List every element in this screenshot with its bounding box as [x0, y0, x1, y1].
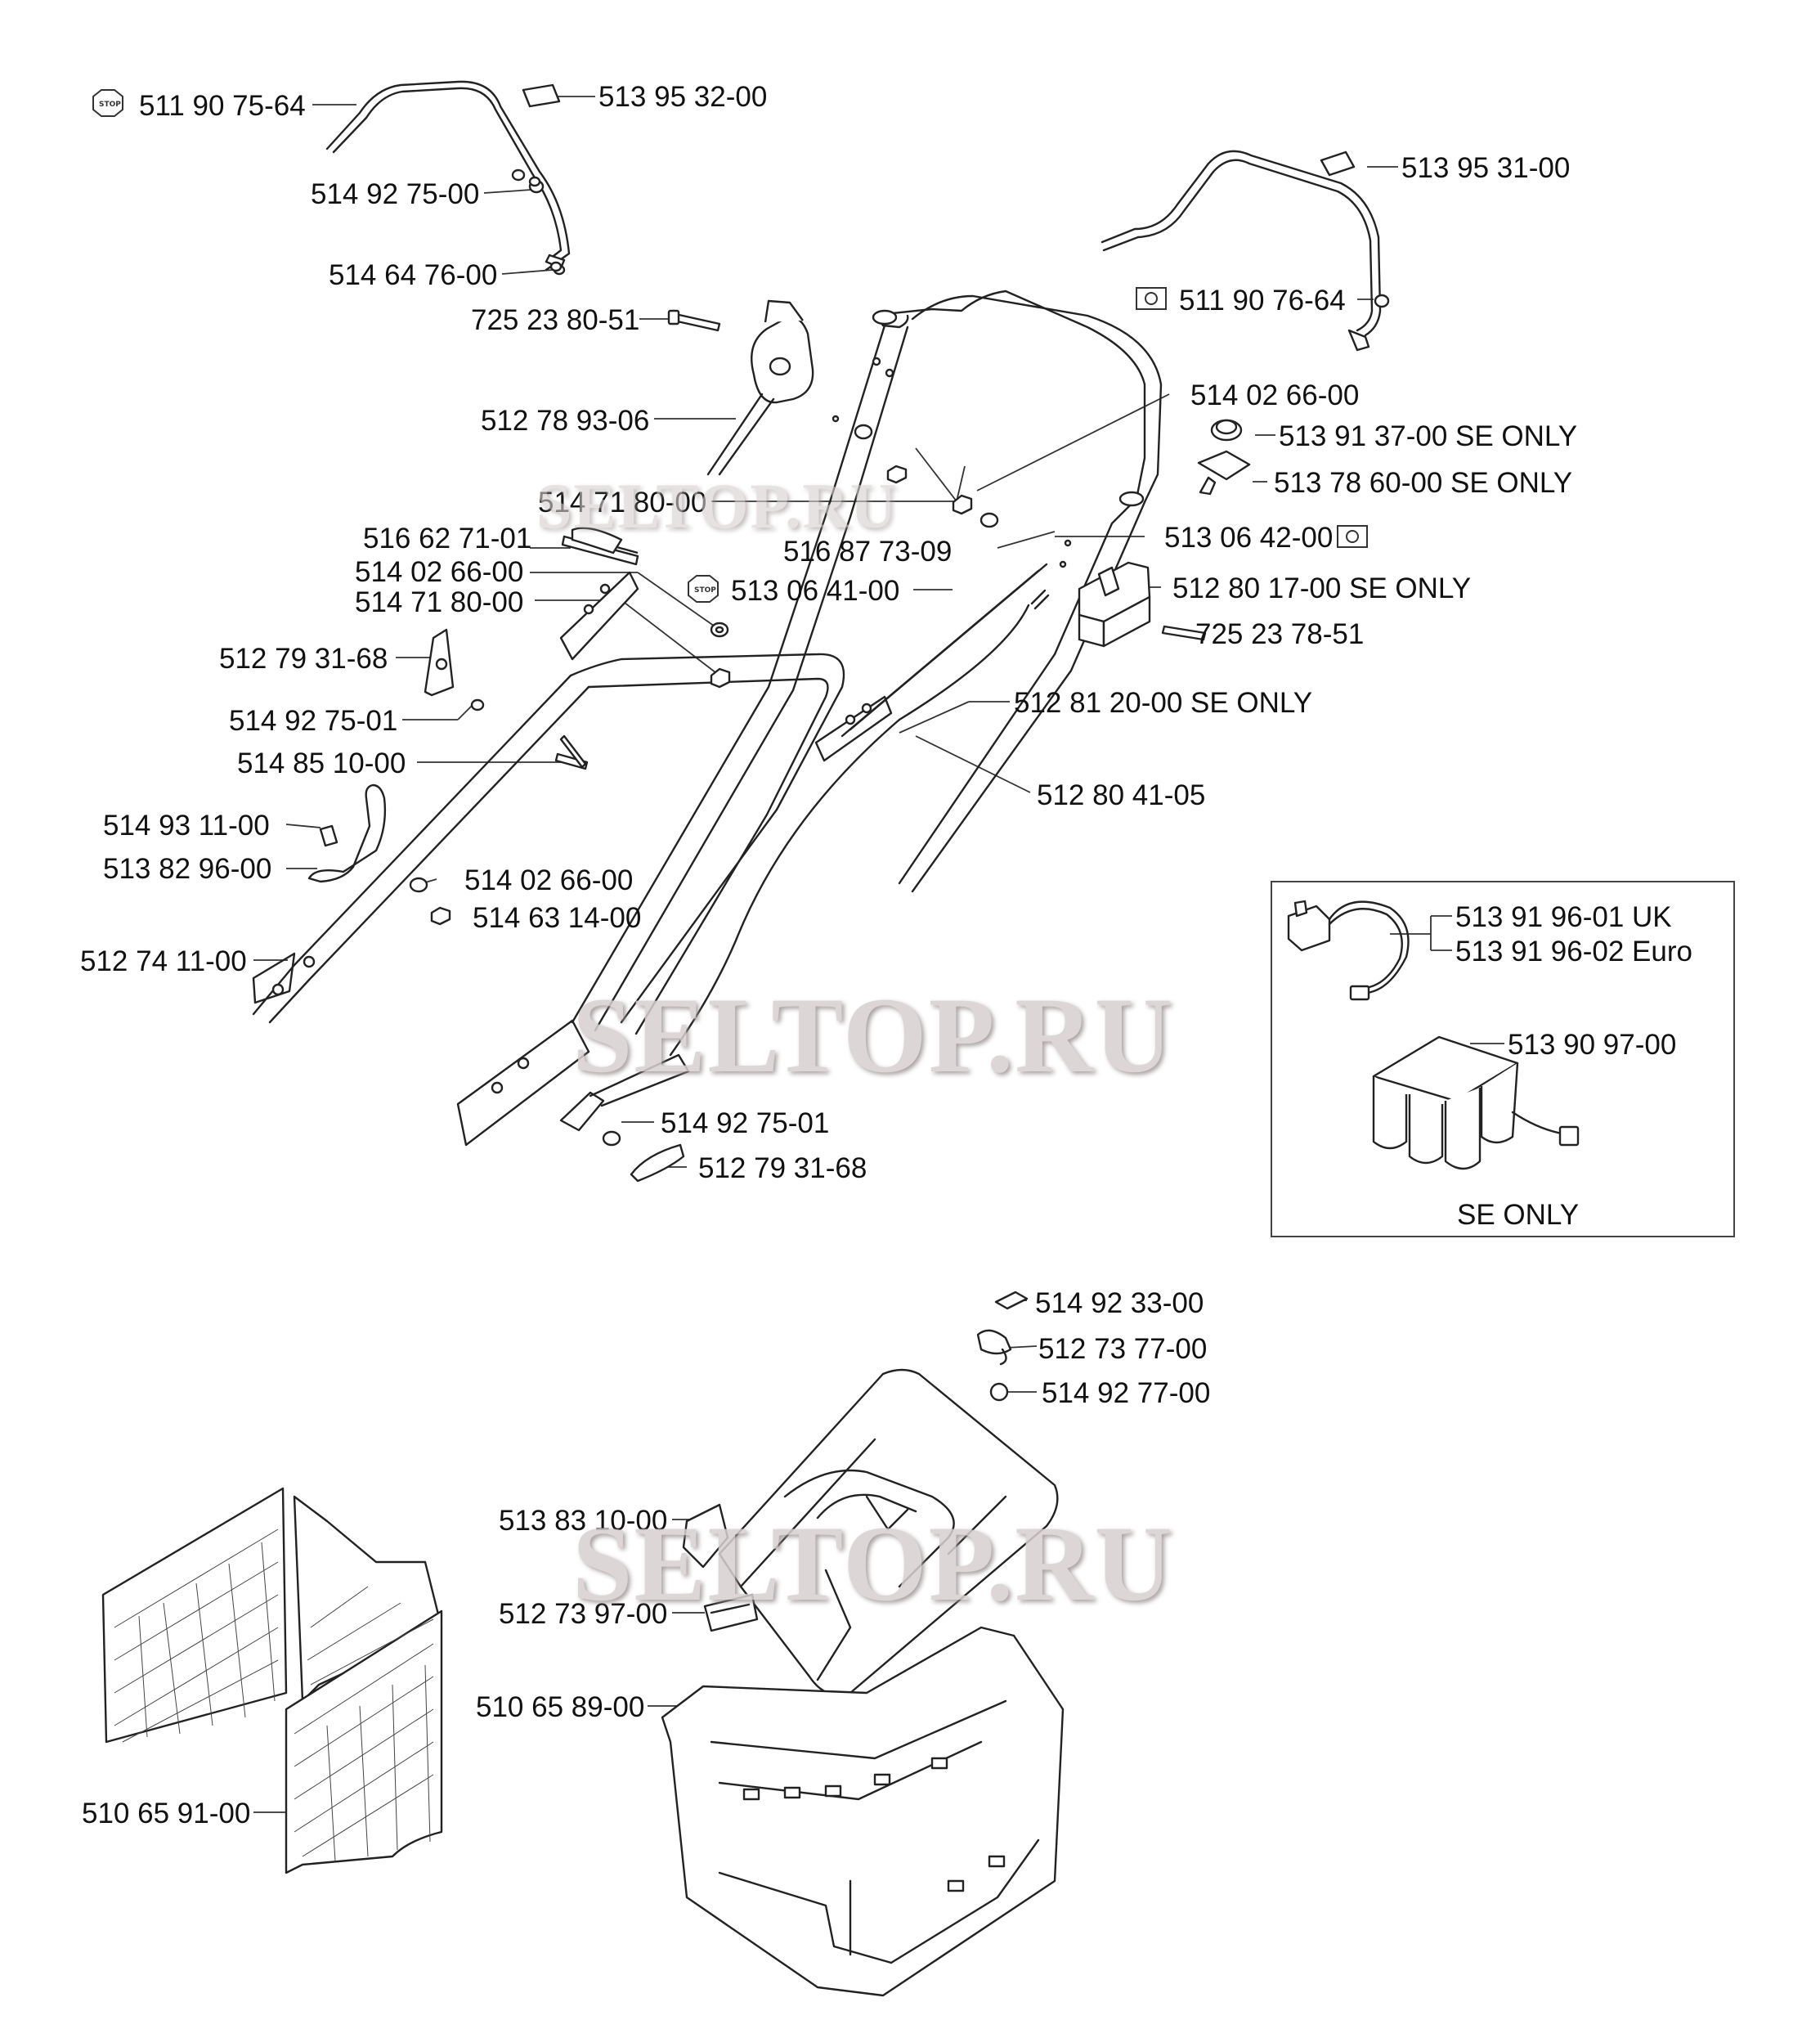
bail-handle-right: [1101, 150, 1390, 352]
part-label: 514 02 66-00: [1190, 379, 1360, 411]
leader-lines: [253, 96, 1504, 1813]
part-label: 512 80 41-05: [1037, 779, 1206, 811]
part-label: 513 95 32-00: [598, 81, 768, 113]
part-label: 512 78 93-06: [481, 405, 650, 437]
part-label: 514 92 75-00: [311, 178, 480, 210]
pin: [319, 824, 338, 847]
catcher-mesh-panels: [101, 1487, 443, 1874]
handle-clip: [307, 783, 387, 883]
part-label: 512 73 97-00: [499, 1598, 668, 1630]
part-label: 514 85 10-00: [237, 747, 406, 779]
part-label: 512 79 31-68: [698, 1152, 867, 1184]
sticker-label-top-right: [1320, 150, 1356, 177]
part-label: 514 92 77-00: [1042, 1377, 1211, 1409]
knob-lower: [630, 1143, 685, 1183]
key-icon: [1337, 525, 1368, 548]
part-label: 514 63 14-00: [473, 902, 642, 934]
key-icon: [1136, 287, 1167, 310]
part-label: 510 65 89-00: [476, 1691, 645, 1723]
small-clips-bottom: [976, 1291, 1029, 1402]
part-label: 514 64 76-00: [329, 259, 498, 291]
part-label: 510 65 91-00: [82, 1798, 251, 1829]
watermark: SELTOP.RU: [572, 975, 1174, 1095]
catcher-frame: [682, 1368, 1059, 1696]
inset-label-battery: 513 90 97-00: [1508, 1029, 1677, 1061]
bail-handle-left: [325, 80, 571, 276]
part-label: 511 90 75-64: [139, 90, 306, 122]
part-label: 514 71 80-00: [355, 586, 524, 618]
bolts: [554, 309, 1207, 770]
part-label: 511 90 76-64: [1179, 285, 1346, 316]
part-label: 513 78 60-00 SE ONLY: [1274, 467, 1573, 499]
part-label: 512 80 17-00 SE ONLY: [1172, 572, 1472, 604]
main-cable: [669, 604, 1030, 1057]
part-label: 512 73 77-00: [1038, 1333, 1208, 1365]
washers-nuts: [409, 176, 999, 926]
inset-label-charger-euro: 513 91 96-02 Euro: [1455, 936, 1692, 967]
throttle-control: [706, 299, 814, 476]
part-label: 512 74 11-00: [80, 945, 247, 977]
part-label: 516 62 71-01: [363, 523, 532, 554]
stop-icon: STOP: [688, 575, 719, 603]
part-label: 513 95 31-00: [1401, 152, 1571, 184]
part-label: 513 83 10-00: [499, 1505, 668, 1537]
ignition-switch: [1197, 419, 1251, 496]
part-label: 513 06 42-00: [1164, 522, 1334, 554]
catcher-bag: [661, 1626, 1065, 1997]
sticker-label-top-left: [522, 83, 561, 108]
lower-handle: [252, 653, 845, 1147]
stop-icon: STOP: [92, 89, 123, 117]
svg-text:STOP: STOP: [694, 586, 716, 595]
part-label: 514 92 75-01: [661, 1107, 830, 1139]
part-label: 725 23 78-51: [1195, 618, 1365, 650]
inset-frame: [1271, 881, 1735, 1237]
part-label: 512 81 20-00 SE ONLY: [1014, 687, 1313, 719]
part-label: 516 87 73-09: [783, 536, 953, 568]
switch-housing: [1078, 561, 1151, 648]
part-label: 514 93 11-00: [103, 810, 270, 842]
inset-label-charger-uk: 513 91 96-01 UK: [1455, 901, 1672, 933]
cable-clip: [571, 527, 623, 554]
upper-handle: [571, 290, 1163, 1032]
cable-connector: [559, 1091, 605, 1132]
inset-note: SE ONLY: [1457, 1199, 1580, 1231]
part-label: 514 02 66-00: [464, 864, 634, 896]
cable-tie: [1030, 589, 1050, 610]
watermark: SELTOP.RU: [572, 1503, 1174, 1623]
handle-brackets: [559, 571, 893, 762]
part-label: 512 79 31-68: [219, 643, 388, 675]
part-label: 514 71 80-00: [538, 487, 707, 518]
part-label: 513 91 37-00 SE ONLY: [1279, 420, 1578, 452]
part-label: 514 92 75-01: [229, 705, 398, 737]
part-label: 513 82 96-00: [103, 853, 272, 885]
svg-text:STOP: STOP: [99, 101, 121, 109]
inset-charger-battery: [1287, 900, 1580, 1170]
part-label: 514 92 33-00: [1035, 1287, 1204, 1319]
part-label: 513 06 41-00: [731, 575, 900, 607]
watermark: SELTOP.RU: [536, 470, 899, 541]
part-label: 514 02 66-00: [355, 556, 524, 588]
part-label: 725 23 80-51: [471, 304, 640, 336]
